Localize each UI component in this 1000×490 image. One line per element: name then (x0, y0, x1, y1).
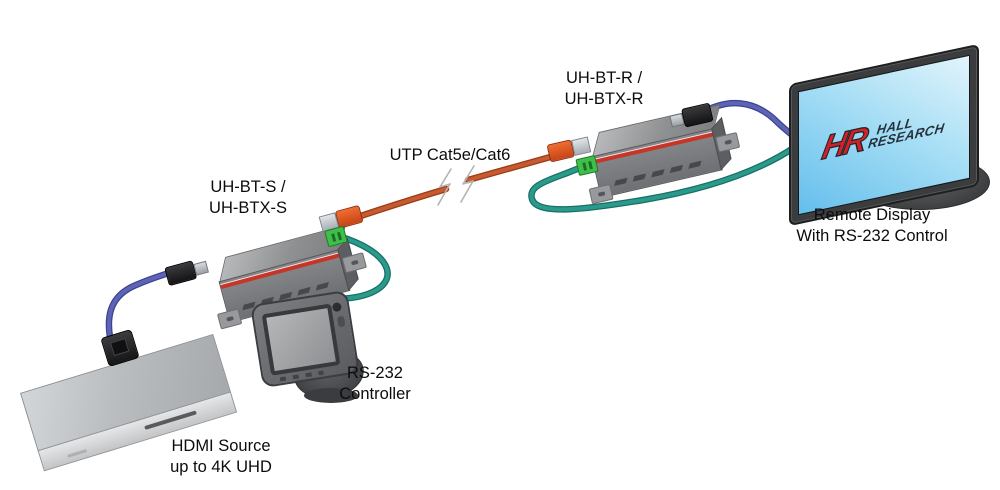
transmitter-label: UH-BT-S / UH-BTX-S (209, 178, 287, 217)
remote-display-label: Remote Display With RS-232 Control (796, 206, 948, 245)
receiver-label: UH-BT-R / UH-BTX-R (564, 69, 644, 108)
hall-research-logo: HR HALL RESEARCH (819, 103, 946, 168)
cable-break-marks (437, 165, 475, 206)
rj45-shield (571, 136, 592, 156)
receiver-box (588, 103, 741, 205)
controller-knob (331, 301, 343, 313)
display-screen: HR HALL RESEARCH (798, 54, 970, 216)
logo-wordmark: HALL RESEARCH (866, 114, 946, 152)
hr-monogram: HR (819, 119, 870, 168)
hdmi-cable-source (105, 267, 179, 355)
rs232-cable-display (528, 143, 799, 213)
hdmi-source-label: HDMI Source up to 4K UHD (170, 437, 272, 476)
vent-slots (614, 160, 702, 186)
rs232-controller-label: RS-232 Controller (339, 364, 411, 403)
controller-button (336, 315, 346, 328)
utp-cable-label: UTP Cat5e/Cat6 (389, 146, 511, 164)
hdmi-plug-tip (193, 260, 209, 276)
controller-foot (304, 388, 358, 403)
front-detail (67, 449, 88, 458)
